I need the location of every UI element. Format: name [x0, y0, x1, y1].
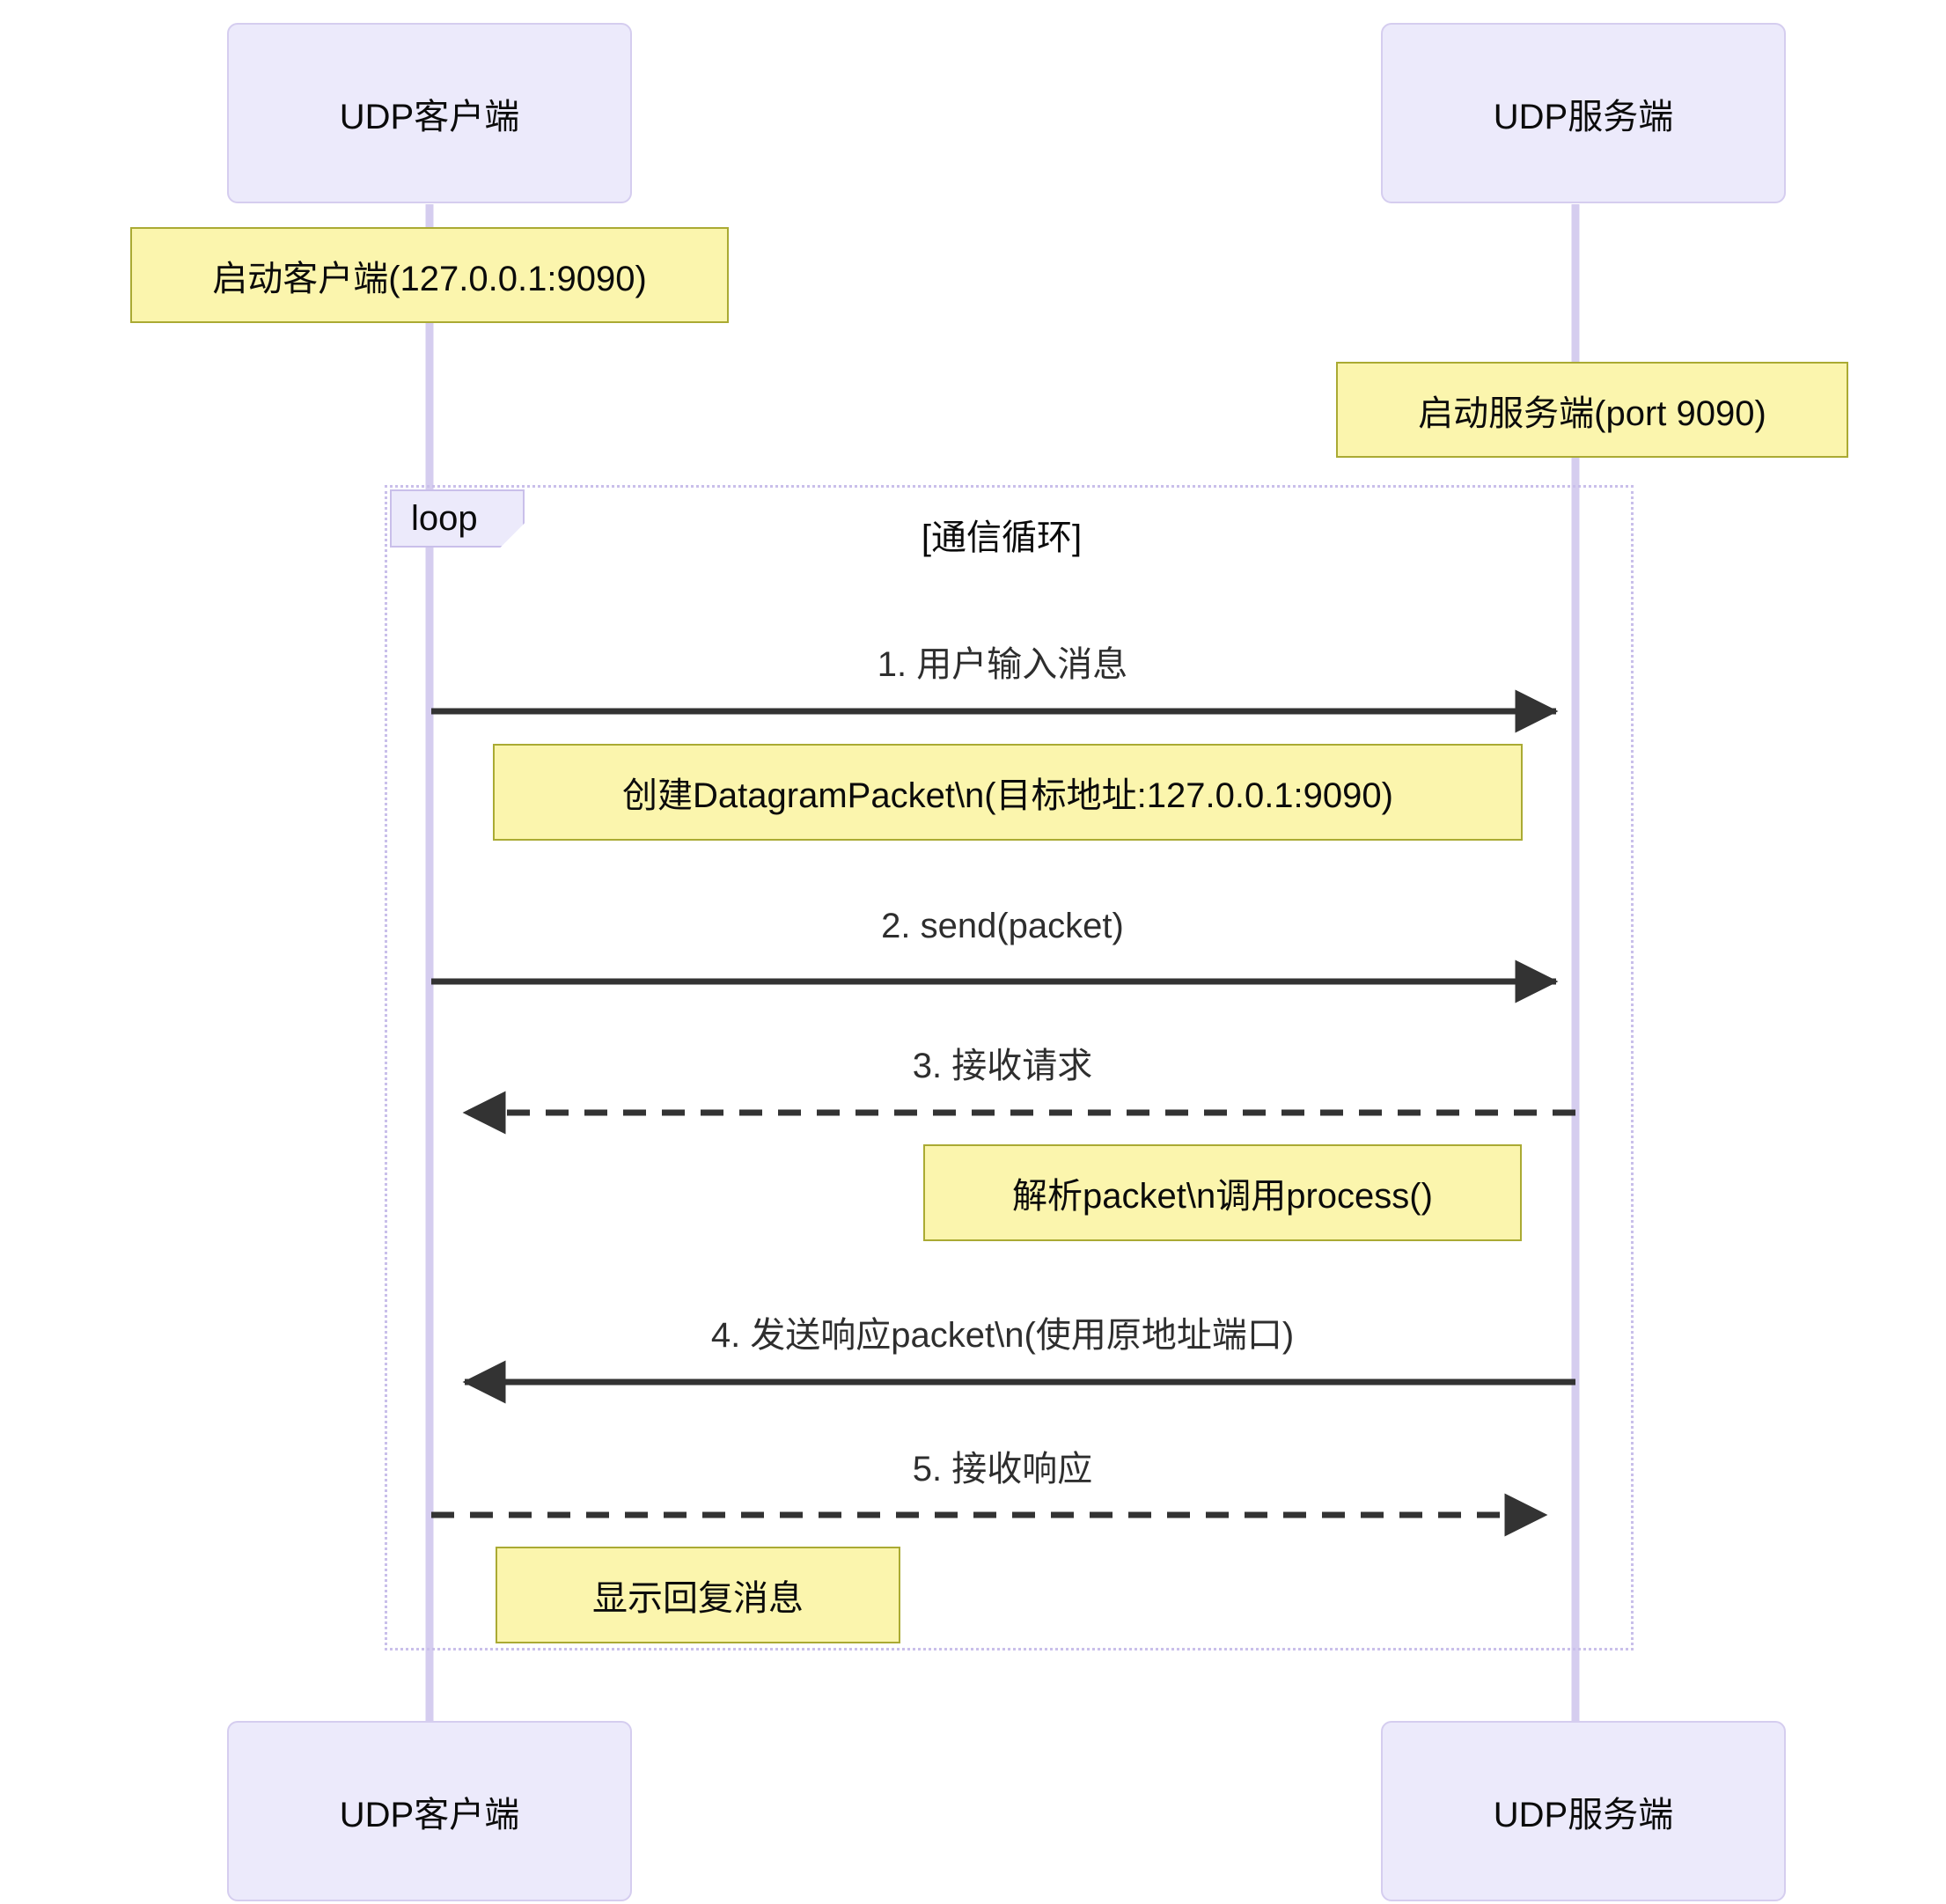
- message-label-2-text: 2. send(packet): [881, 907, 1124, 945]
- note-create-packet-label: 创建DatagramPacket\n(目标地址:127.0.0.1:9090): [622, 776, 1393, 815]
- participant-box-client-bottom[interactable]: UDP客户端: [227, 1721, 632, 1901]
- participant-label-server-top: UDP服务端: [1493, 97, 1674, 136]
- note-show-reply-label: 显示回复消息: [592, 1579, 804, 1618]
- participant-label-client-bottom: UDP客户端: [339, 1795, 520, 1834]
- message-label-5: 5. 接收响应: [694, 1440, 1311, 1491]
- loop-keyword-label: loop: [411, 498, 478, 538]
- note-start-server-label: 启动服务端(port 9090): [1418, 393, 1766, 433]
- message-label-3-text: 3. 接收请求: [912, 1047, 1093, 1085]
- message-label-1-text: 1. 用户输入消息: [877, 645, 1128, 684]
- note-create-packet[interactable]: 创建DatagramPacket\n(目标地址:127.0.0.1:9090): [493, 744, 1523, 841]
- note-start-client[interactable]: 启动客户端(127.0.0.1:9090): [130, 227, 729, 323]
- participant-box-server-top[interactable]: UDP服务端: [1381, 23, 1786, 203]
- participant-label-client-top: UDP客户端: [339, 97, 520, 136]
- note-start-server[interactable]: 启动服务端(port 9090): [1336, 362, 1848, 458]
- participant-box-server-bottom[interactable]: UDP服务端: [1381, 1721, 1786, 1901]
- note-start-client-label: 启动客户端(127.0.0.1:9090): [212, 259, 647, 298]
- loop-title: [通信循环]: [826, 509, 1178, 560]
- participant-box-client-top[interactable]: UDP客户端: [227, 23, 632, 203]
- note-parse-packet[interactable]: 解析packet\n调用process(): [923, 1144, 1522, 1241]
- message-label-2: 2. send(packet): [694, 907, 1311, 946]
- loop-frame: [385, 485, 1634, 1650]
- message-label-5-text: 5. 接收响应: [912, 1450, 1093, 1489]
- message-label-3: 3. 接收请求: [694, 1037, 1311, 1088]
- message-label-1: 1. 用户输入消息: [694, 636, 1311, 687]
- message-label-4-text: 4. 发送响应packet\n(使用原地址端口): [710, 1316, 1295, 1355]
- note-show-reply[interactable]: 显示回复消息: [496, 1547, 900, 1643]
- participant-label-server-bottom: UDP服务端: [1493, 1795, 1674, 1834]
- loop-keyword-tab: loop: [390, 489, 525, 548]
- message-label-4: 4. 发送响应packet\n(使用原地址端口): [650, 1306, 1355, 1357]
- loop-title-label: [通信循环]: [921, 518, 1083, 557]
- note-parse-packet-label: 解析packet\n调用process(): [1012, 1177, 1433, 1216]
